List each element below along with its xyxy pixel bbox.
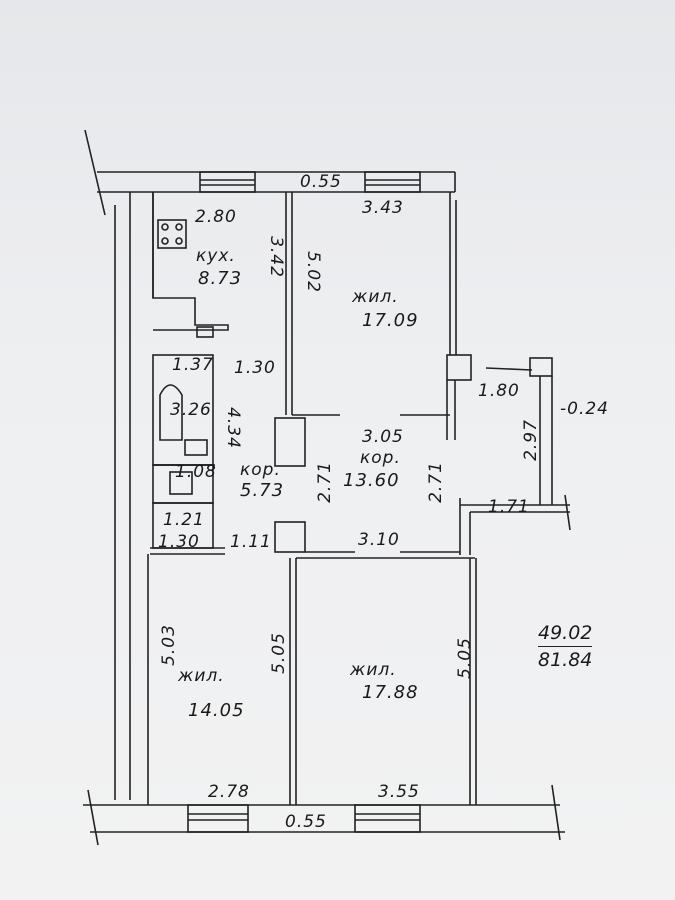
dim-niche-length: 2.97 xyxy=(520,419,541,461)
living-area-total: 49.02 xyxy=(538,622,593,644)
room-bath-area: 3.26 xyxy=(170,400,212,420)
room-living3-area: 17.88 xyxy=(362,682,419,703)
toilet-icon xyxy=(169,471,193,495)
dim-living3-width: 3.55 xyxy=(378,782,420,802)
dim-living1-length: 5.02 xyxy=(302,251,323,293)
room-kitchen-name: кух. xyxy=(196,246,236,266)
dim-bath-width: 1.37 xyxy=(172,355,214,375)
dim-living2-width: 2.78 xyxy=(208,782,250,802)
window-bottom-left xyxy=(187,804,249,833)
dim-wc-length: 1.30 xyxy=(158,532,200,552)
dim-living2-length-left: 5.03 xyxy=(158,624,179,666)
room-wc-area: 1.08 xyxy=(175,462,217,482)
room-corridor-name: кор. xyxy=(360,448,401,468)
dim-passage: 1.30 xyxy=(234,358,276,378)
cut-line xyxy=(84,129,106,216)
dim-corridor-h2: 2.71 xyxy=(425,461,446,503)
dim-corridor-h1: 2.71 xyxy=(314,461,335,503)
total-area: 81.84 xyxy=(538,649,593,671)
room-living1-name: жил. xyxy=(352,287,399,307)
room-living3-name: жил. xyxy=(350,660,397,680)
window-width-top: 0.55 xyxy=(300,172,342,192)
room-kitchen-area: 8.73 xyxy=(198,268,243,289)
room-corr-small-area: 5.73 xyxy=(240,480,285,501)
window-bottom-right xyxy=(354,804,421,833)
room-living1-area: 17.09 xyxy=(362,310,419,331)
dim-living2-length-right: 5.05 xyxy=(268,632,289,674)
dim-kitchen-width: 2.80 xyxy=(195,207,237,227)
dim-kitchen-length: 3.42 xyxy=(265,236,286,278)
area-totals: 49.02 81.84 xyxy=(538,622,593,671)
dim-door-width: 1.11 xyxy=(230,532,272,552)
dim-living1-width: 3.43 xyxy=(362,198,404,218)
fraction-line xyxy=(538,646,593,647)
dim-niche-width: 1.80 xyxy=(478,381,520,401)
dim-wc-width: 1.21 xyxy=(163,510,205,530)
dim-corr-small-length: 4.34 xyxy=(222,407,243,449)
bathtub-icon xyxy=(159,384,183,441)
dim-niche-offset: -0.24 xyxy=(560,399,609,419)
dim-living3-length: 5.05 xyxy=(454,637,475,679)
dim-corridor-bottom: 3.10 xyxy=(358,530,400,550)
room-living2-name: жил. xyxy=(178,666,225,686)
room-living2-area: 14.05 xyxy=(188,700,245,721)
window-top-left xyxy=(199,171,256,193)
window-top-right xyxy=(364,171,421,193)
stove-icon xyxy=(157,219,187,249)
dim-niche-bottom: 1.71 xyxy=(488,497,530,517)
dim-corridor-width: 3.05 xyxy=(362,427,404,447)
room-corridor-area: 13.60 xyxy=(343,470,400,491)
room-corr-small-name: кор. xyxy=(240,460,281,480)
window-width-bottom: 0.55 xyxy=(285,812,327,832)
